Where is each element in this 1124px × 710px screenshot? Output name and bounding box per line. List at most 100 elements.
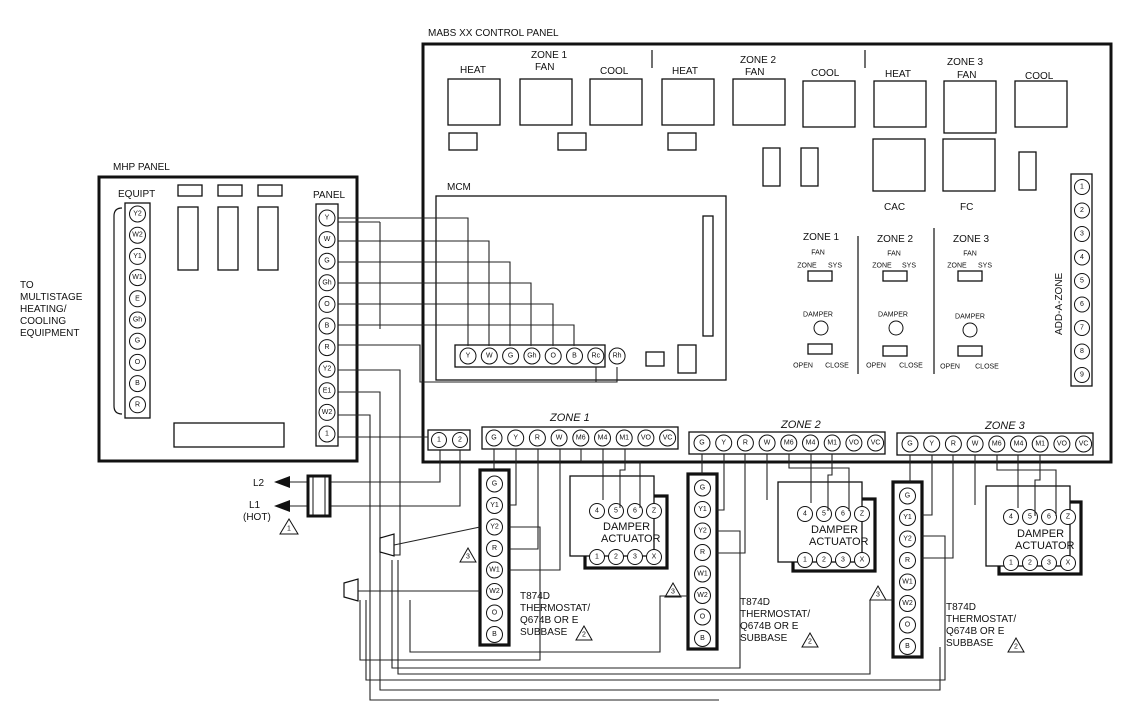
panel-terminal-label: Gh bbox=[322, 279, 331, 286]
zone3-terminal-ring bbox=[1075, 435, 1093, 453]
zone3-strip-label: ZONE 3 bbox=[984, 420, 1026, 432]
thermostat2-terminal: R bbox=[694, 544, 711, 561]
zone3-terminal-label: M1 bbox=[1035, 441, 1045, 448]
thermostat3-terminal-ring bbox=[899, 638, 916, 655]
mhp-panel-title: MHP PANEL bbox=[113, 162, 170, 173]
zone3-terminal-ring bbox=[901, 435, 919, 453]
panel-terminal: O bbox=[318, 295, 336, 313]
zone2-terminal-label: M1 bbox=[827, 440, 837, 447]
actuator1-terminal: 1 bbox=[589, 549, 605, 565]
note-line: HEATING/ bbox=[20, 304, 67, 315]
power-terminal: 2 bbox=[452, 432, 468, 448]
zone2-terminal: M6 bbox=[780, 434, 798, 452]
thermostat2-terminal: Y2 bbox=[694, 522, 711, 540]
close-label: CLOSE bbox=[825, 363, 849, 370]
actuator2-terminal-label: 3 bbox=[841, 557, 845, 564]
zone1-terminal-label: R bbox=[535, 435, 540, 442]
thermostat3-terminal-label: W1 bbox=[902, 579, 913, 586]
led-label-cool: COOL bbox=[600, 66, 629, 77]
indicator-light bbox=[732, 78, 786, 126]
zone2-terminal: R bbox=[736, 434, 754, 452]
thermostat1-terminal-ring bbox=[486, 518, 503, 536]
thermostat3-terminal-label: R bbox=[905, 557, 910, 564]
thermostat2-terminal-ring bbox=[694, 630, 711, 647]
thermostat3-terminal-label: Y2 bbox=[903, 536, 912, 543]
actuator1-terminal-label: 6 bbox=[633, 508, 637, 515]
zone3-terminal-ring bbox=[1053, 435, 1071, 453]
thermostat1-terminal-ring bbox=[486, 497, 503, 514]
actuator3-terminal: 1 bbox=[1003, 555, 1019, 571]
add-a-zone-terminal-ring bbox=[1074, 226, 1090, 242]
indicator-light bbox=[872, 138, 926, 192]
actuator3-terminal-label: 5 bbox=[1028, 514, 1032, 521]
thermostat2-terminal: Y1 bbox=[694, 501, 711, 518]
actuator3-terminal-ring bbox=[1022, 555, 1038, 571]
actuator3-terminal-label: 1 bbox=[1009, 560, 1013, 567]
switch bbox=[762, 147, 781, 187]
equipt-terminal-label: O bbox=[135, 359, 141, 366]
note2: 2 bbox=[582, 632, 586, 639]
mcm-connector bbox=[702, 215, 714, 337]
thermostat2-terminal-label: Y1 bbox=[698, 506, 707, 513]
thermostat2-terminal-ring bbox=[694, 587, 711, 604]
zone2-terminal-ring bbox=[802, 434, 819, 452]
thermostat3-terminal-label: W2 bbox=[902, 600, 913, 607]
zone3-terminal: VC bbox=[1075, 435, 1093, 453]
relay bbox=[217, 206, 239, 271]
thermostat3-terminal: G bbox=[899, 487, 916, 505]
note2: 2 bbox=[1014, 644, 1018, 651]
mcm-terminal: Gh bbox=[523, 347, 541, 365]
zone1-terminal-label: VC bbox=[663, 435, 673, 442]
damper-switch bbox=[882, 345, 908, 357]
thermostat1-terminal: Y2 bbox=[486, 518, 503, 536]
actuator2-terminal-label: 6 bbox=[841, 511, 845, 518]
zone1-wires bbox=[358, 449, 641, 661]
zone1-terminal-label: W bbox=[556, 435, 563, 442]
panel-terminal: R bbox=[318, 339, 336, 357]
zone3-terminal: M1 bbox=[1031, 435, 1049, 453]
equipt-terminal: O bbox=[129, 353, 146, 371]
fan-label: FAN bbox=[811, 250, 825, 257]
tstat2-line4: SUBBASE bbox=[740, 633, 788, 644]
zone3-terminal-label: VO bbox=[1057, 441, 1068, 448]
mcm-terminal-label: Rc bbox=[592, 353, 601, 360]
mcm-terminal: B bbox=[566, 347, 583, 365]
power-terminal-label: 2 bbox=[458, 437, 462, 444]
thermostat1-terminal-label: Y1 bbox=[490, 502, 499, 509]
zone3-terminal-label: Y bbox=[929, 441, 934, 448]
actuator3-terminal-label: 4 bbox=[1009, 514, 1013, 521]
thermostat3-terminal: O bbox=[899, 616, 916, 634]
equipt-terminal-label: G bbox=[135, 338, 140, 345]
damper-wire-loop bbox=[985, 485, 1071, 567]
actuator3-line2: ACTUATOR bbox=[1015, 540, 1075, 552]
fan-switch bbox=[957, 270, 983, 282]
thermostat3-terminal-ring bbox=[899, 573, 916, 591]
mcm-terminal-ring bbox=[587, 347, 605, 365]
zone3-terminal: Y bbox=[923, 435, 941, 453]
panel-terminal-label: E1 bbox=[323, 387, 332, 394]
actuator2-terminal-label: 2 bbox=[822, 557, 826, 564]
note1-number: 1 bbox=[287, 526, 291, 533]
zone2-terminal-ring bbox=[845, 434, 863, 452]
fan-label: FAN bbox=[887, 251, 901, 258]
mcm-component bbox=[645, 351, 665, 367]
fuse bbox=[217, 184, 243, 197]
thermostat3-terminal-label: G bbox=[905, 493, 910, 500]
actuator1-terminal-label: 2 bbox=[614, 554, 618, 561]
zone1-terminal-ring bbox=[659, 429, 677, 447]
zone1-terminal-ring bbox=[550, 429, 568, 447]
actuator1-line2: ACTUATOR bbox=[601, 533, 661, 545]
actuator2-terminal: 2 bbox=[816, 552, 832, 568]
equipt-label: EQUIPT bbox=[118, 189, 155, 200]
thermostat1-terminal: W1 bbox=[486, 561, 503, 579]
zone3-terminal-ring bbox=[944, 435, 962, 453]
equipt-terminal-label: W1 bbox=[132, 274, 143, 281]
thermostat3-terminal: R bbox=[899, 552, 916, 569]
tstat3-line4: SUBBASE bbox=[946, 638, 994, 649]
zone2-terminal: G bbox=[693, 434, 711, 452]
indicator-light bbox=[447, 78, 501, 126]
add-a-zone-terminal: 3 bbox=[1074, 226, 1090, 242]
thermostat1-terminal-ring bbox=[486, 561, 503, 579]
